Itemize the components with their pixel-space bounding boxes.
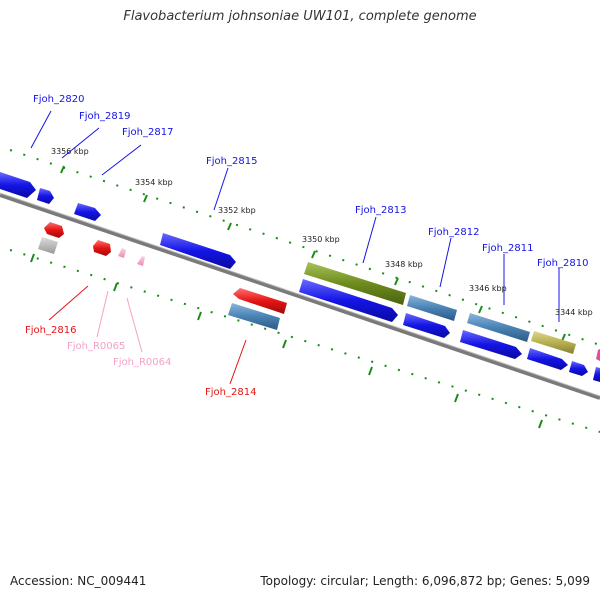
gene-label[interactable]: Fjoh_2811 [482,243,533,254]
gene-edge-rna[interactable] [596,349,600,361]
gene-label[interactable]: Fjoh_2816 [25,325,76,336]
gene-edge-2[interactable] [593,367,600,382]
coord-label: 3344 kbp [555,308,593,317]
gene-fjoh-2814-b[interactable] [228,303,280,330]
gene-fjoh-2812-lower[interactable] [403,313,450,338]
genome-backbone [0,192,600,400]
rna-fjoh-r0064[interactable] [137,256,145,266]
topology-info: Topology: circular; Length: 6,096,872 bp… [260,574,590,588]
gene-fjoh-2819[interactable] [37,188,54,204]
lower-tick-track [9,249,600,433]
forward-genes [0,172,600,382]
gene-edge-1[interactable] [569,361,588,376]
gene-fjoh-2813[interactable] [304,262,406,305]
coord-label: 3354 kbp [135,178,173,187]
gene-fjoh-2811-lower[interactable] [460,330,522,359]
accession-text: Accession: NC_009441 [10,574,147,588]
gene-label[interactable]: Fjoh_2810 [537,258,588,269]
gene-fjoh-2812[interactable] [407,295,457,321]
gene-name-labels: Fjoh_2820 Fjoh_2819 Fjoh_2817 Fjoh_2815 … [25,94,588,398]
gene-fjoh-2816[interactable] [44,222,64,238]
callout-lines [30,110,560,385]
gene-fjoh-2817[interactable] [74,203,101,221]
gene-label[interactable]: Fjoh_2812 [428,227,479,238]
gene-pseudo[interactable] [38,237,58,254]
coord-label: 3350 kbp [302,235,340,244]
gene-fjoh-2815[interactable] [160,233,236,269]
lower-major-ticks [30,253,543,429]
coord-label: 3346 kbp [469,284,507,293]
gene-fjoh-2810[interactable] [531,331,576,354]
gene-label[interactable]: Fjoh_2819 [79,111,130,122]
gene-fjoh-2816-b[interactable] [93,240,111,256]
gene-label[interactable]: Fjoh_R0064 [113,357,171,368]
gene-fjoh-2820[interactable] [0,172,36,198]
gene-label[interactable]: Fjoh_2813 [355,205,406,216]
coord-label: 3348 kbp [385,260,423,269]
gene-fjoh-2813-lower[interactable] [299,279,398,322]
gene-label[interactable]: Fjoh_2820 [33,94,84,105]
gene-fjoh-2814[interactable] [233,288,287,314]
gene-fjoh-2811[interactable] [467,313,530,342]
coord-label: 3356 kbp [51,147,89,156]
gene-label[interactable]: Fjoh_2815 [206,156,257,167]
coord-label: 3352 kbp [218,206,256,215]
map-title: Flavobacterium johnsoniae UW101, complet… [123,9,477,24]
coordinate-labels: 3356 kbp 3354 kbp 3352 kbp 3350 kbp 3348… [51,147,593,317]
rna-fjoh-r0065[interactable] [118,248,126,258]
gene-label[interactable]: Fjoh_2817 [122,127,173,138]
gene-label[interactable]: Fjoh_R0065 [67,341,125,352]
gene-fjoh-2810-lower[interactable] [527,348,568,370]
reverse-genes [38,222,287,330]
gene-label[interactable]: Fjoh_2814 [205,387,256,398]
